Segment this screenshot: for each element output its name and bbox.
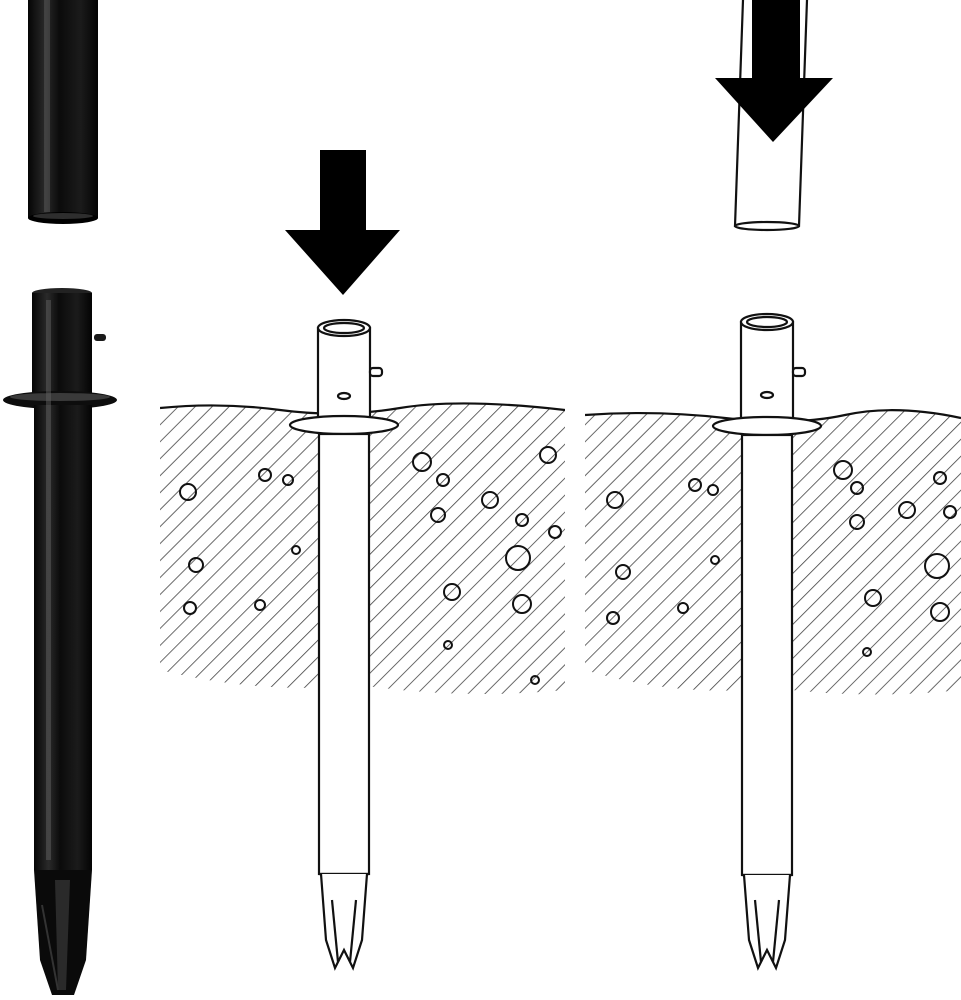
down-arrow-icon — [285, 150, 400, 295]
product-photo-panel — [0, 0, 160, 1000]
ground-sleeve-photo — [3, 288, 117, 995]
pole-photo — [28, 0, 98, 224]
down-arrow-icon — [715, 0, 833, 142]
ground-sleeve-drawing — [711, 312, 823, 971]
step-1-panel — [160, 0, 565, 1000]
step-2-panel — [585, 0, 961, 1000]
ground-sleeve-drawing — [288, 318, 400, 971]
